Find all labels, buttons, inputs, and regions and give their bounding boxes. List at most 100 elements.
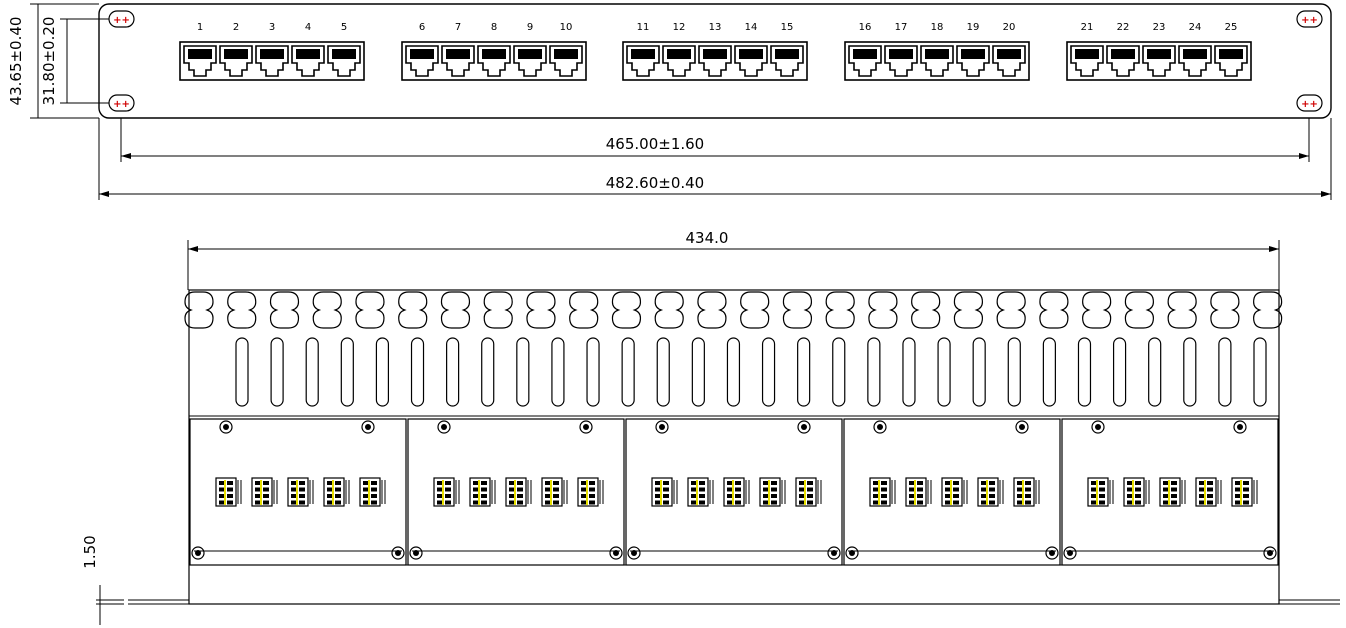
vent-slot [1218, 337, 1232, 407]
idc-block [433, 477, 460, 507]
plate-thickness-dimension: 1.50 [81, 535, 124, 625]
cable-hook [1210, 291, 1240, 329]
port-number: 11 [637, 22, 650, 33]
cable-hooks [184, 291, 1283, 329]
rear-modules [189, 418, 1279, 566]
inner-width-label: 434.0 [686, 229, 729, 247]
vent-slot [375, 337, 390, 407]
idc-block [1195, 477, 1222, 507]
port-number: 14 [745, 22, 758, 33]
inner-width-dimension: 434.0 [187, 229, 1280, 290]
cable-hook [483, 291, 513, 329]
vent-slot [1042, 337, 1056, 407]
rear-frame-outline [188, 289, 1280, 605]
cable-hook [611, 291, 642, 329]
port-number: 4 [305, 22, 311, 33]
cable-hook [868, 291, 898, 329]
port-groups [179, 41, 1252, 81]
vent-slot [656, 337, 670, 407]
rj45-port [770, 45, 804, 77]
rj45-port [1214, 45, 1248, 77]
cable-hook [1253, 291, 1283, 329]
idc-block [795, 477, 822, 507]
cable-hook [740, 291, 770, 329]
cable-hook [312, 291, 342, 329]
front-panel-outline [98, 3, 1332, 119]
rj45-port [698, 45, 732, 77]
idc-block [505, 477, 532, 507]
rear-module [843, 418, 1061, 566]
port-number: 13 [709, 22, 722, 33]
cable-hook [1124, 291, 1154, 329]
idc-block [577, 477, 604, 507]
port-number: 9 [527, 22, 533, 33]
vent-slot [1112, 337, 1127, 407]
idc-block [941, 477, 968, 507]
port-number: 2 [233, 22, 239, 33]
cable-hook [1082, 291, 1112, 329]
cable-hook [227, 291, 257, 329]
port-number: 22 [1117, 22, 1130, 33]
port-number: 18 [931, 22, 944, 33]
mount-hole-bottom-left: ++ [108, 94, 135, 112]
vent-slot [832, 337, 846, 407]
rj45-port [255, 45, 289, 77]
port-number: 16 [859, 22, 872, 33]
vent-slot [1148, 337, 1162, 407]
mount-spacing-label: 465.00±1.60 [606, 135, 704, 153]
cable-hook [654, 291, 684, 329]
port-group [179, 41, 365, 81]
cable-hook [440, 291, 471, 329]
rj45-port [920, 45, 954, 77]
rj45-port [327, 45, 361, 77]
svg-text:++: ++ [1301, 15, 1318, 26]
port-group [622, 41, 808, 81]
idc-block [1123, 477, 1150, 507]
rj45-port [956, 45, 990, 77]
base-plate [128, 564, 1340, 605]
rj45-port [219, 45, 253, 77]
idc-block [215, 477, 242, 507]
port-number: 7 [455, 22, 461, 33]
cable-hook [911, 291, 941, 329]
rj45-port [1142, 45, 1176, 77]
hole-spacing-dimension: 31.80±0.20 [40, 17, 109, 106]
port-number: 3 [269, 22, 275, 33]
idc-block [251, 477, 278, 507]
vent-slot [481, 337, 495, 407]
cable-hook [697, 291, 727, 329]
port-number: 25 [1225, 22, 1238, 33]
cable-hook [1167, 291, 1197, 329]
port-number: 15 [781, 22, 794, 33]
port-number: 10 [560, 22, 573, 33]
vent-slot [410, 337, 425, 407]
port-number: 17 [895, 22, 908, 33]
rj45-port [626, 45, 660, 77]
vent-slot [270, 337, 284, 407]
idc-block [359, 477, 386, 507]
mount-spacing-dimension: 465.00±1.60 [120, 118, 1310, 162]
vent-slots [235, 337, 1267, 407]
height-dimension: 43.65±0.40 [7, 3, 99, 119]
port-number: 21 [1081, 22, 1094, 33]
port-number: 8 [491, 22, 497, 33]
mount-hole-bottom-right: ++ [1296, 94, 1323, 112]
rj45-port [1106, 45, 1140, 77]
rj45-port [884, 45, 918, 77]
vent-slot [1183, 337, 1197, 407]
vent-slot [726, 337, 741, 407]
vent-slot [621, 337, 635, 407]
rj45-port [441, 45, 475, 77]
cable-hook [269, 291, 300, 329]
hole-spacing-label: 31.80±0.20 [40, 17, 58, 106]
rj45-port [992, 45, 1026, 77]
rear-view: 434.0 1.50 [81, 229, 1340, 625]
cable-hook [355, 291, 385, 329]
vent-slot [1007, 337, 1021, 407]
cable-hook [782, 291, 813, 329]
port-number: 20 [1003, 22, 1016, 33]
vent-slot [937, 337, 951, 407]
port-number: 5 [341, 22, 347, 33]
idc-block [759, 477, 786, 507]
